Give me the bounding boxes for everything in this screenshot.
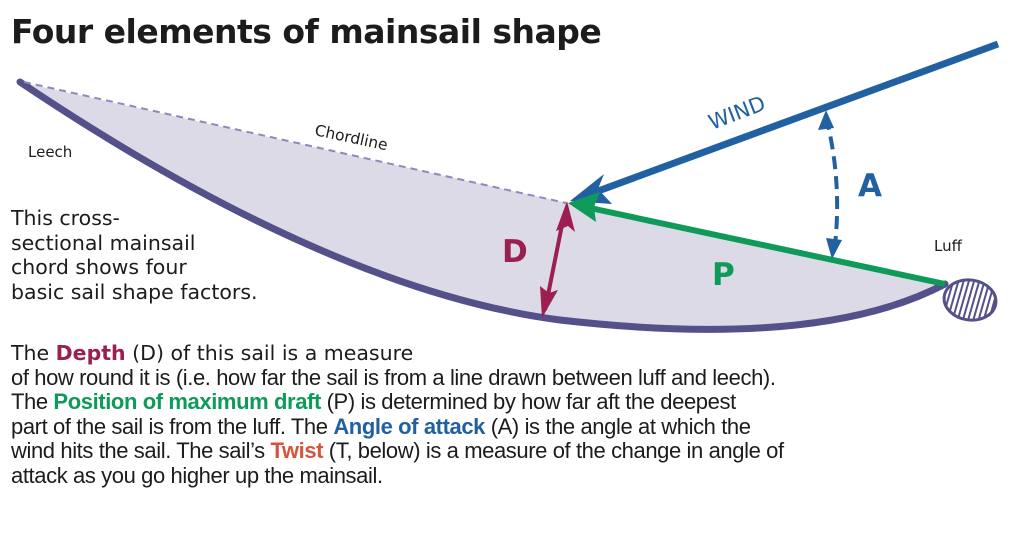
angle-letter: A	[858, 168, 882, 204]
position-arrow	[589, 205, 946, 287]
depth-arrowhead-bottom	[540, 286, 558, 318]
depth-letter: D	[502, 234, 528, 270]
text: (A) is the angle at which the	[485, 413, 751, 439]
depth-arrowhead-top	[556, 201, 575, 232]
intro-line: chord shows four	[11, 255, 187, 280]
para-line-2: of how round it is (i.e. how far the sai…	[11, 364, 776, 390]
chordline-label: Chordline	[313, 121, 389, 154]
explanation-paragraph: The Depth (D) of this sail is a measure …	[11, 341, 1021, 489]
wind-arrow	[588, 40, 1000, 198]
text: wind hits the sail. The sail’s	[11, 438, 271, 464]
wind-arrowhead	[570, 174, 612, 204]
intro-line: sectional mainsail	[11, 230, 196, 255]
leech-label: Leech	[28, 143, 72, 161]
chordline	[23, 81, 567, 204]
angle-arrowhead-top	[818, 110, 834, 130]
intro-line: This cross-	[11, 206, 120, 230]
text: part of the sail is from the luff. The	[11, 413, 334, 439]
angle-arrowhead-bottom	[826, 238, 842, 259]
angle-keyword: Angle of attack	[333, 413, 486, 439]
text: (P) is determined by how far aft the dee…	[320, 389, 737, 415]
para-line-3: The Position of maximum draft (P) is det…	[11, 389, 1021, 415]
para-line-6: attack as you go higher up the mainsail.	[11, 462, 383, 488]
intro-text: This cross- sectional mainsail chord sho…	[11, 206, 258, 304]
page-title: Four elements of mainsail shape	[11, 12, 602, 51]
text: (T, below) is a measure of the change in…	[323, 438, 784, 464]
text: (D) of this sail is a measure	[125, 341, 414, 365]
angle-arc	[824, 116, 840, 246]
mast-icon	[942, 278, 998, 322]
depth-keyword: Depth	[55, 341, 126, 365]
twist-keyword: Twist	[270, 438, 324, 464]
para-line-1: The Depth (D) of this sail is a measure	[11, 341, 1021, 366]
text: The	[11, 341, 56, 365]
position-letter: P	[712, 257, 735, 293]
sail-shape	[20, 82, 945, 330]
para-line-5: wind hits the sail. The sail’s Twist (T,…	[11, 439, 1021, 464]
para-line-4: part of the sail is from the luff. The A…	[11, 413, 1021, 440]
sail-edge	[16, 78, 949, 333]
intro-line: basic sail shape factors.	[11, 279, 258, 304]
position-arrowhead	[568, 192, 600, 222]
text: The	[11, 389, 54, 415]
luff-label: Luff	[934, 237, 963, 255]
position-keyword: Position of maximum draft	[53, 389, 321, 415]
